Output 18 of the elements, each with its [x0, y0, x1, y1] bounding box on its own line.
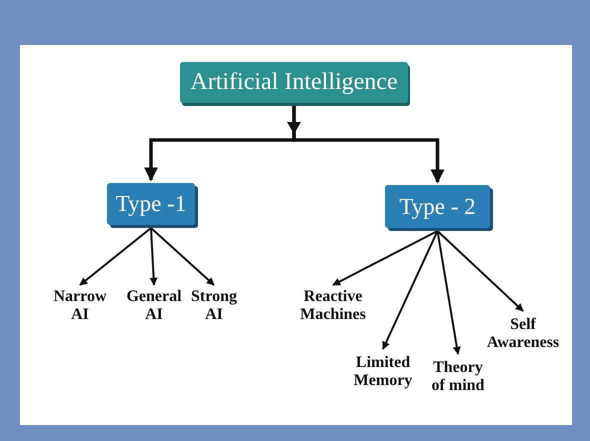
category-box: Type -1	[107, 183, 195, 225]
arrow	[436, 230, 461, 355]
arrow	[382, 230, 438, 350]
arrow	[436, 230, 524, 312]
leaf-label: Reactive Machines	[288, 286, 378, 326]
leaf-label: Narrow AI	[50, 286, 110, 326]
leaf-label: Strong AI	[187, 286, 241, 326]
leaf-label: Theory of mind	[425, 355, 491, 399]
category-box: Type - 2	[385, 185, 490, 228]
arrow	[79, 227, 152, 286]
leaf-label: General AI	[124, 286, 184, 326]
arrow	[150, 227, 215, 286]
leaf-label: Limited Memory	[350, 350, 416, 394]
arrow	[332, 230, 438, 286]
arrow	[150, 228, 158, 286]
leaf-label: Self Awareness	[488, 312, 558, 356]
root-box: Artificial Intelligence	[180, 62, 408, 103]
arrow	[292, 105, 444, 184]
